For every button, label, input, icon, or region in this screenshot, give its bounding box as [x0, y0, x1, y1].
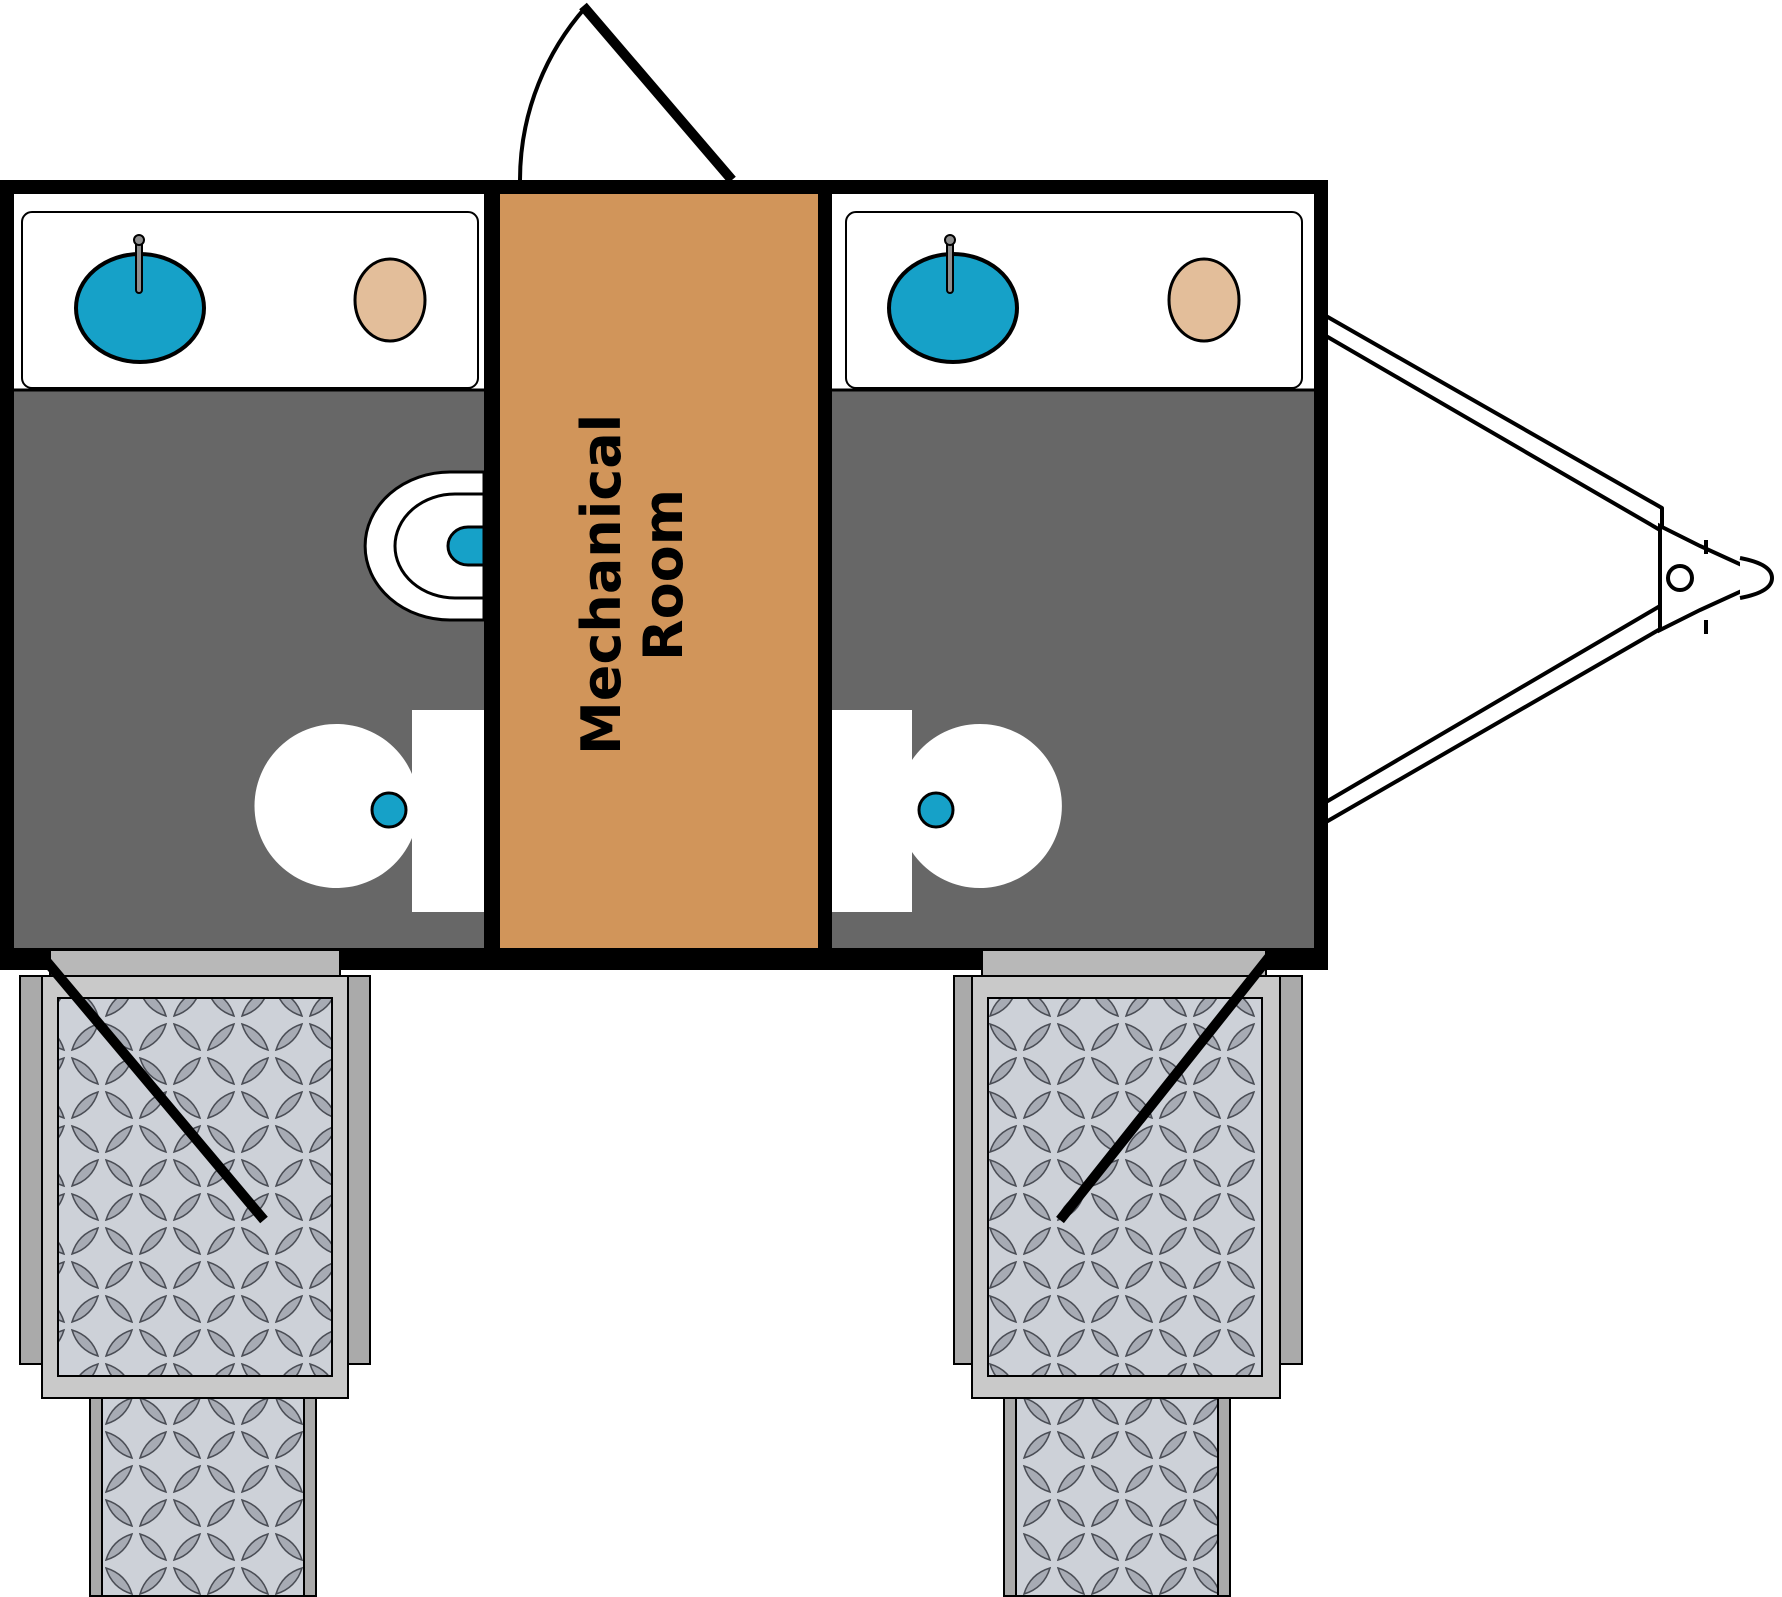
- sink-basin-icon: [887, 234, 1019, 364]
- urinal-icon: [254, 710, 484, 912]
- right-restroom: [832, 194, 1314, 948]
- diamond-plate-step-icon: [101, 1397, 305, 1597]
- mechanical-room-label-line2: Room: [632, 489, 695, 661]
- diamond-plate-step-icon: [987, 997, 1263, 1377]
- diamond-plate-step-icon: [57, 997, 333, 1377]
- trailer-hitch-icon: [1324, 314, 1775, 824]
- door-swing-icon: [1056, 952, 1274, 1224]
- right-restroom-floor: [832, 390, 1314, 948]
- toilet-icon: [363, 470, 486, 622]
- door-swing-icon: [38, 952, 268, 1224]
- diamond-plate-step-icon: [1015, 1397, 1219, 1597]
- mechanical-room: Mechanical Room: [500, 194, 818, 948]
- sink-basin-icon: [74, 234, 206, 364]
- mechanical-room-label-line1: Mechanical: [570, 414, 633, 755]
- soap-dispenser-icon: [1167, 257, 1241, 343]
- svg-text:Mechanical Room: Mechanical Room: [570, 395, 695, 755]
- door-swing-icon: [518, 2, 736, 184]
- soap-dispenser-icon: [353, 257, 427, 343]
- urinal-icon: [832, 710, 1062, 912]
- left-restroom: [14, 194, 486, 948]
- left-entry-steps: [19, 949, 371, 1597]
- right-entry-steps: [953, 949, 1303, 1597]
